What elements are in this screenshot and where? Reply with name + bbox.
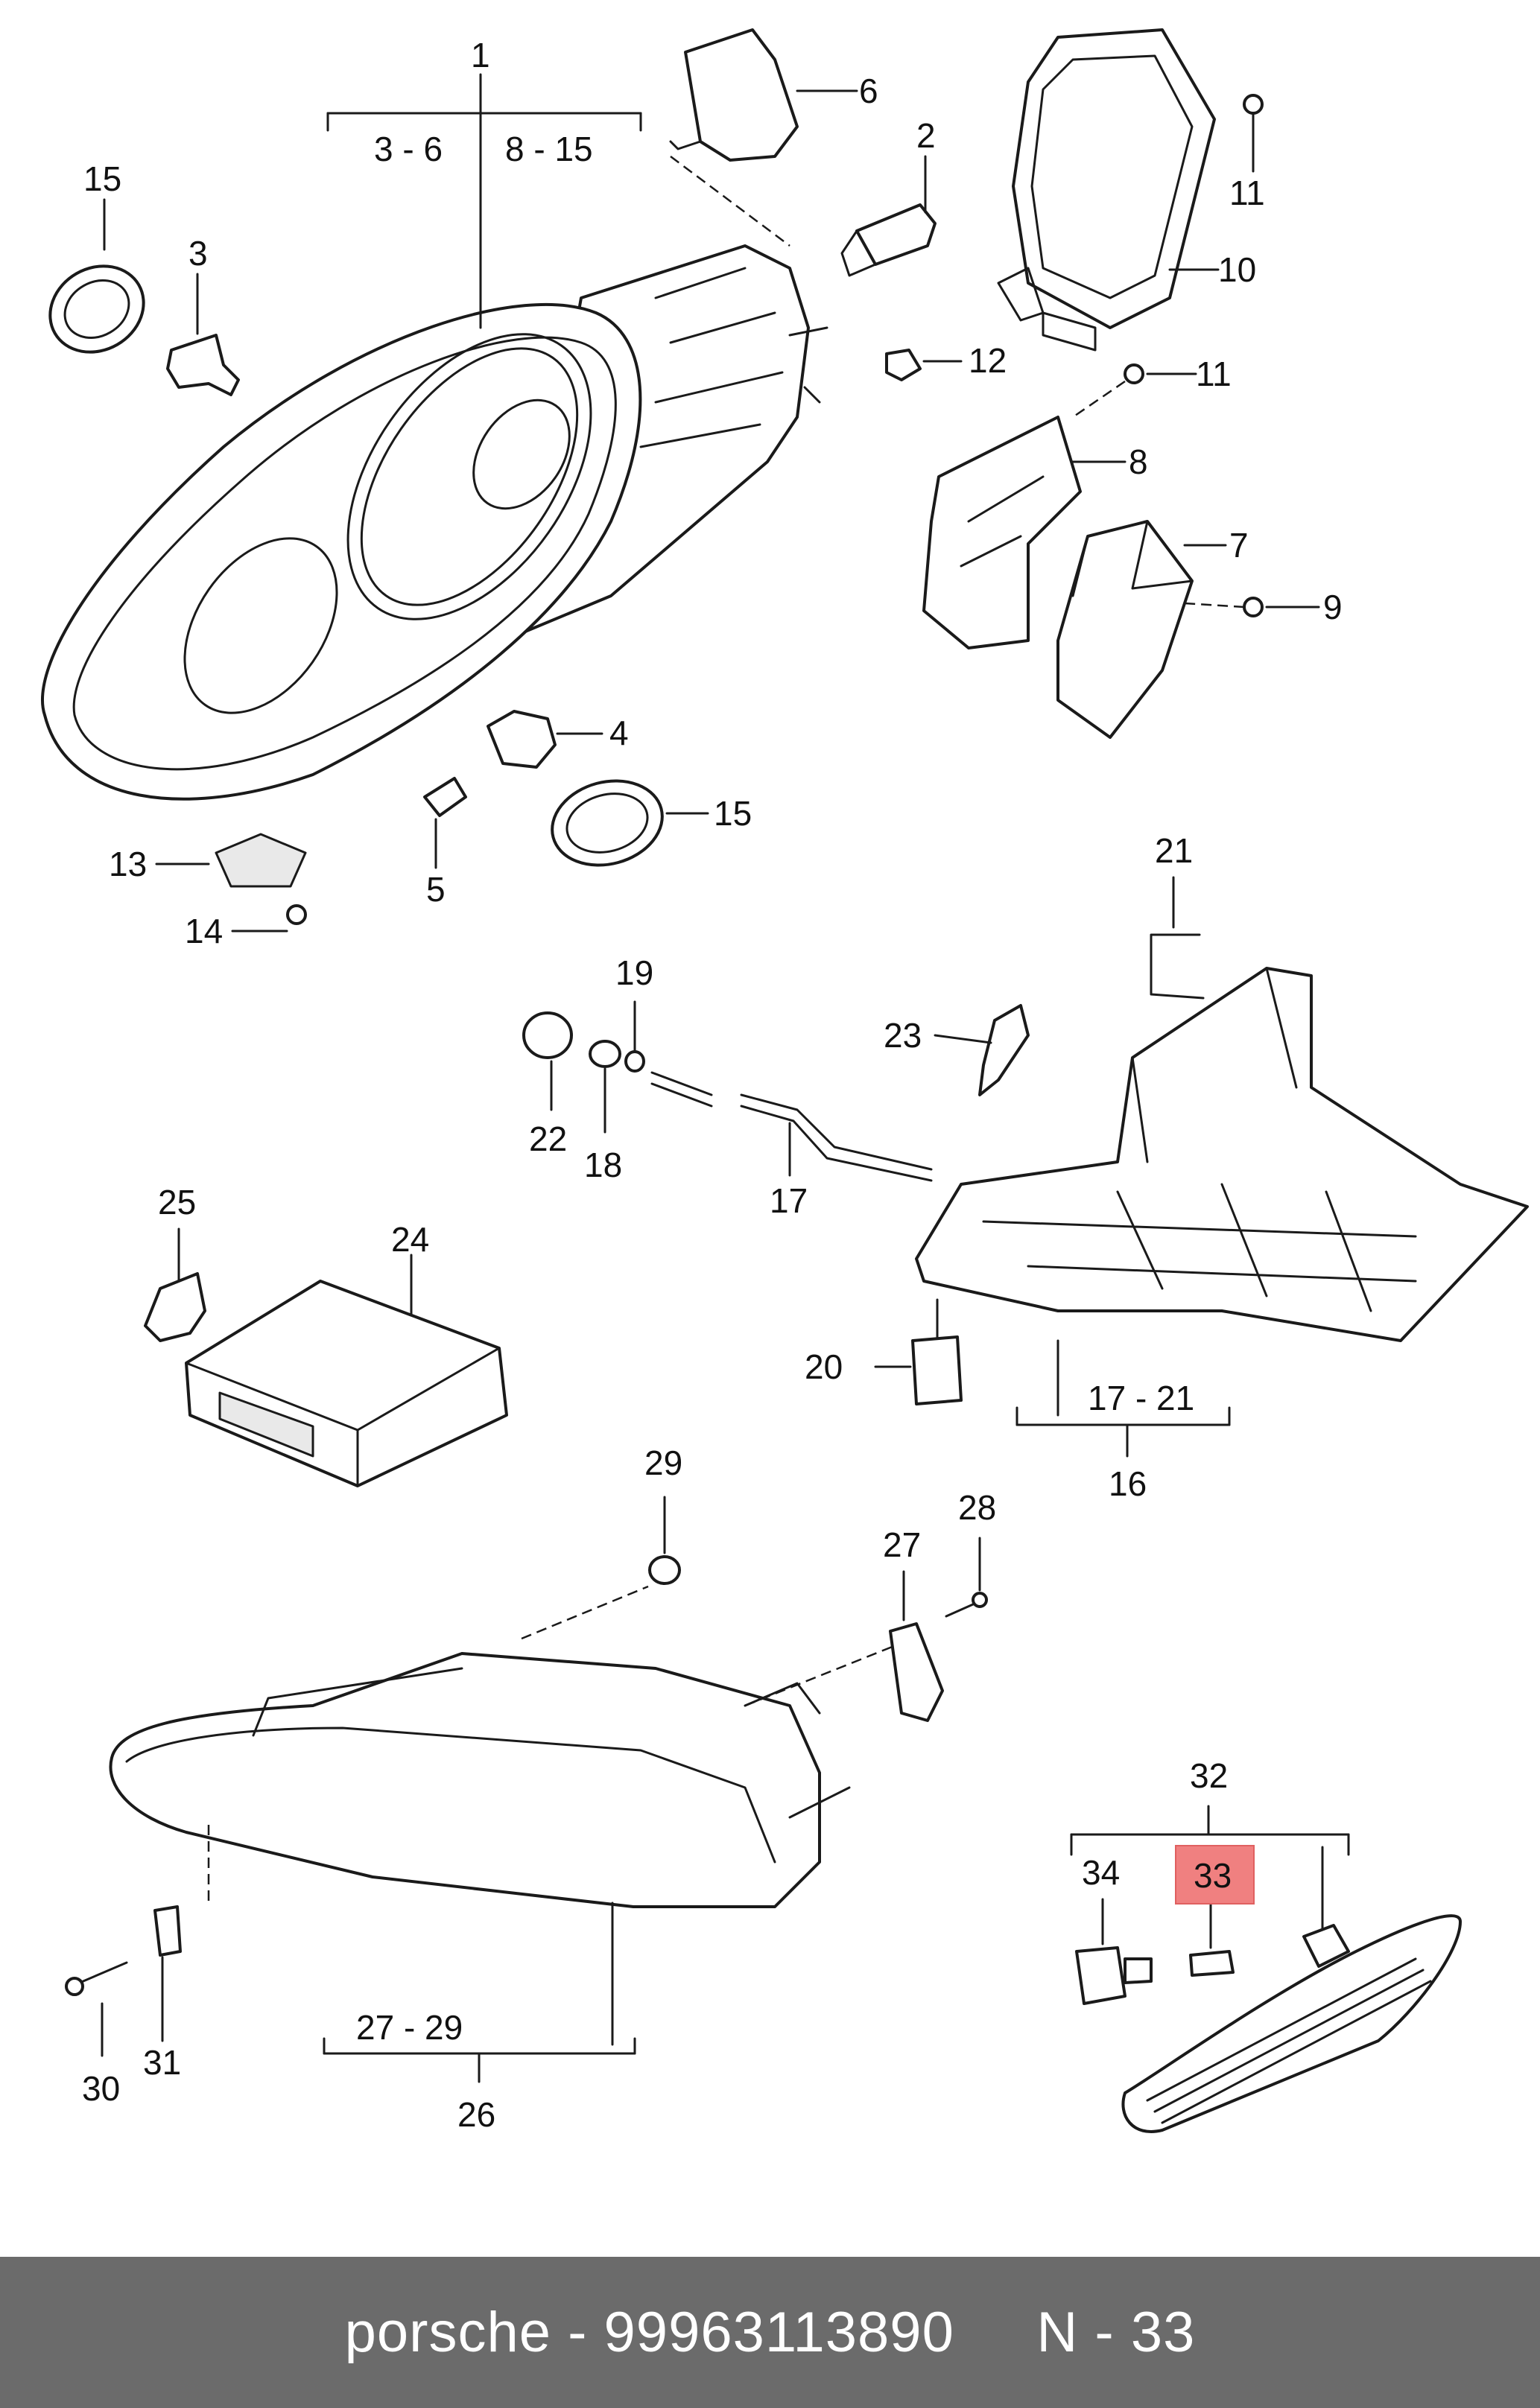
- callout-4: 4: [609, 714, 629, 752]
- callout-group-26: 27 - 29 26: [323, 1902, 636, 2134]
- part-26-lamp: [109, 1585, 895, 1908]
- callout-8-15: 8 - 15: [505, 130, 593, 168]
- part-19-oring: 19: [615, 953, 653, 1073]
- callout-group-16: 17 - 21 16: [1015, 1339, 1231, 1503]
- callout-3-6: 3 - 6: [374, 130, 443, 168]
- callout-15-top: 15: [83, 159, 121, 198]
- callout-20: 20: [805, 1347, 843, 1386]
- part-15-ring-bottom: 15: [551, 779, 752, 867]
- part-18-grommet: 18: [584, 1040, 622, 1184]
- part-10-cover: 10: [997, 28, 1256, 352]
- part-17-hose: 17: [650, 1071, 933, 1220]
- part-22-grommet: 22: [522, 1011, 573, 1158]
- part-24-control-unit: 24: [185, 1220, 508, 1487]
- callout-32: 32: [1190, 1756, 1228, 1795]
- callout-27-29: 27 - 29: [356, 2008, 463, 2047]
- callout-18: 18: [584, 1146, 622, 1184]
- callout-31: 31: [143, 2043, 181, 2082]
- part-2-bulb: 2: [840, 116, 937, 277]
- part-9-screw: 9: [1184, 588, 1343, 626]
- callout-23: 23: [884, 1016, 922, 1055]
- callout-group-32: 32: [1070, 1756, 1350, 1856]
- callout-26: 26: [457, 2095, 495, 2134]
- footer-caption: porsche - 99963113890 N - 33: [344, 2301, 1196, 2364]
- callout-6: 6: [859, 72, 878, 110]
- callout-8: 8: [1129, 442, 1148, 481]
- callout-5: 5: [426, 870, 446, 909]
- callout-29: 29: [644, 1443, 682, 1482]
- callout-33-highlight: [1175, 1845, 1255, 1905]
- part-13-pad: 13: [109, 833, 307, 888]
- headlight-assembly: [41, 244, 828, 801]
- callout-19: 19: [615, 953, 653, 992]
- callout-17: 17: [770, 1181, 808, 1220]
- callout-25: 25: [158, 1183, 196, 1222]
- part-11-screws: 11 11: [1072, 94, 1265, 419]
- parts-diagram: 1 3 - 6 8 - 15 6 2 10 11 11 12: [41, 28, 1529, 2134]
- callout-3: 3: [188, 234, 208, 273]
- part-25-bracket: 25: [144, 1183, 206, 1342]
- callout-13: 13: [109, 845, 147, 883]
- part-30-screw: 30: [65, 1961, 128, 2108]
- callout-11-mid: 11: [1196, 355, 1232, 393]
- footer-bar: porsche - 99963113890 N - 33: [0, 2257, 1540, 2408]
- callout-7: 7: [1229, 526, 1249, 565]
- callout-14: 14: [185, 912, 223, 950]
- callout-21: 21: [1155, 831, 1193, 870]
- callout-27: 27: [883, 1525, 921, 1564]
- callout-2: 2: [916, 116, 936, 155]
- part-16-carrier: [915, 967, 1529, 1342]
- part-29-grommet: 29: [644, 1443, 682, 1585]
- part-7-module: 7: [1056, 520, 1249, 739]
- callout-10: 10: [1218, 250, 1256, 289]
- callout-group-1: 1 3 - 6 8 - 15: [326, 36, 642, 329]
- part-33-bulb: 33: [1175, 1845, 1255, 1977]
- callout-24: 24: [391, 1220, 429, 1259]
- part-23-bracket: 23: [884, 1004, 1030, 1096]
- part-3-bulb: 3: [166, 234, 240, 396]
- part-21-clip: 21: [1150, 831, 1205, 1000]
- part-31-clip: 31: [143, 1905, 182, 2082]
- callout-1: 1: [471, 36, 490, 74]
- part-8-bracket: 8: [922, 416, 1148, 649]
- part-27-bracket: 27: [883, 1525, 944, 1722]
- part-5-bulb: 5: [423, 777, 467, 909]
- callout-28: 28: [958, 1488, 996, 1527]
- part-32-side-marker: [1121, 1846, 1462, 2133]
- part-20-plug: 20: [805, 1298, 963, 1405]
- part-14-screw: 14: [185, 904, 307, 950]
- callout-9: 9: [1323, 588, 1343, 626]
- part-34-socket: 34: [1075, 1853, 1153, 2005]
- callout-33: 33: [1194, 1856, 1232, 1895]
- callout-22: 22: [529, 1119, 567, 1158]
- part-4-socket: 4: [487, 710, 629, 769]
- callout-34: 34: [1082, 1853, 1120, 1892]
- callout-16: 16: [1109, 1464, 1147, 1503]
- part-15-ring-top: 15: [48, 159, 145, 354]
- callout-30: 30: [82, 2069, 120, 2108]
- part-28-screw: 28: [945, 1488, 996, 1618]
- callout-17-21: 17 - 21: [1088, 1379, 1194, 1417]
- callout-12: 12: [969, 341, 1007, 380]
- callout-15-bottom: 15: [714, 794, 752, 833]
- part-6-socket: 6: [669, 28, 878, 247]
- callout-11-top: 11: [1229, 174, 1265, 212]
- part-12-clip: 12: [885, 341, 1007, 381]
